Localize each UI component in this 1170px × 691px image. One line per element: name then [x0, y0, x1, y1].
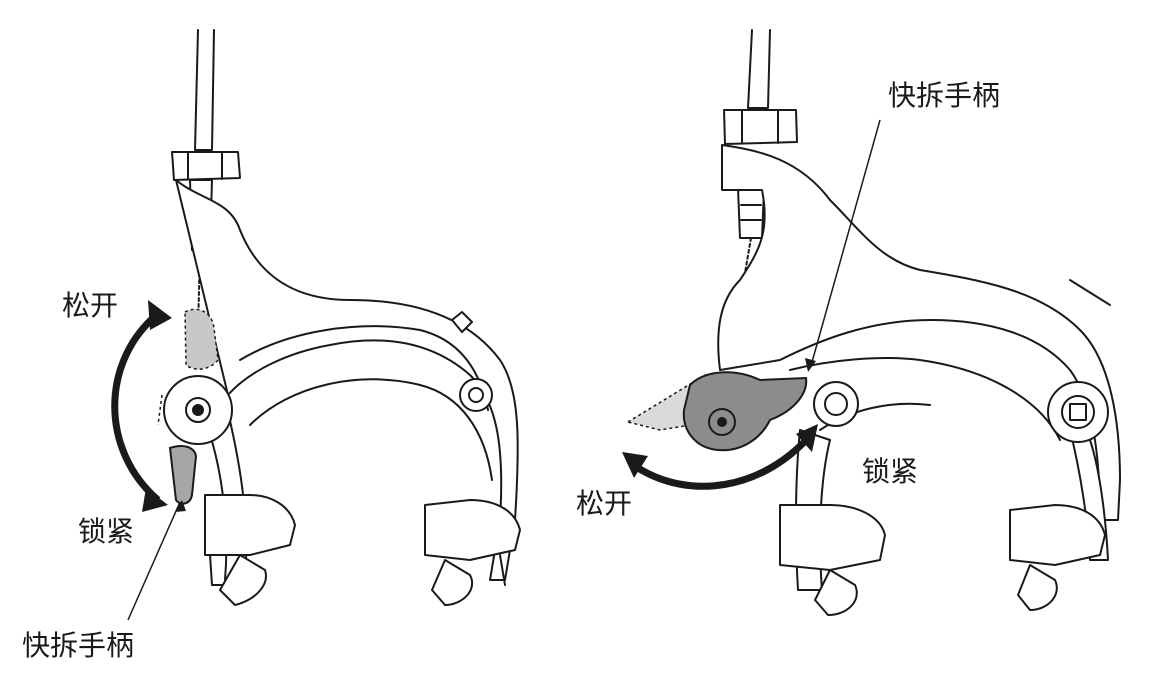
- right-lever-closed: [682, 371, 808, 452]
- left-lever-leader: [127, 501, 181, 621]
- left-lever-label: 快拆手柄: [22, 629, 135, 662]
- left-caliper: [163, 29, 521, 606]
- left-release-label: 松开: [62, 289, 119, 322]
- left-upper-arm: [175, 179, 519, 581]
- right-lever-label: 快拆手柄: [888, 79, 1001, 112]
- right-brake-shoe-left: [779, 504, 886, 571]
- left-rotation-arrow: [111, 309, 163, 503]
- right-release-label: 松开: [576, 487, 633, 520]
- right-adjuster-nut: [723, 109, 798, 145]
- right-lock-label: 锁紧: [862, 455, 919, 488]
- left-adjuster-nut: [171, 151, 241, 181]
- right-cable-housing: [747, 29, 771, 109]
- left-lever-open-ghost: [184, 308, 219, 370]
- right-brake-shoe-right: [1009, 504, 1106, 566]
- left-brake-shoe-right: [424, 499, 521, 561]
- left-cable-housing: [194, 29, 215, 151]
- left-lock-label: 锁紧: [78, 515, 135, 548]
- right-lever-leader: [811, 119, 881, 363]
- right-rotation-arrow: [636, 435, 811, 490]
- right-upper-arm: [717, 144, 1121, 521]
- right-caliper: [717, 29, 1121, 616]
- left-lever-closed: [168, 445, 198, 505]
- right-arch: [789, 357, 1061, 441]
- left-brake-shoe-left: [204, 494, 296, 556]
